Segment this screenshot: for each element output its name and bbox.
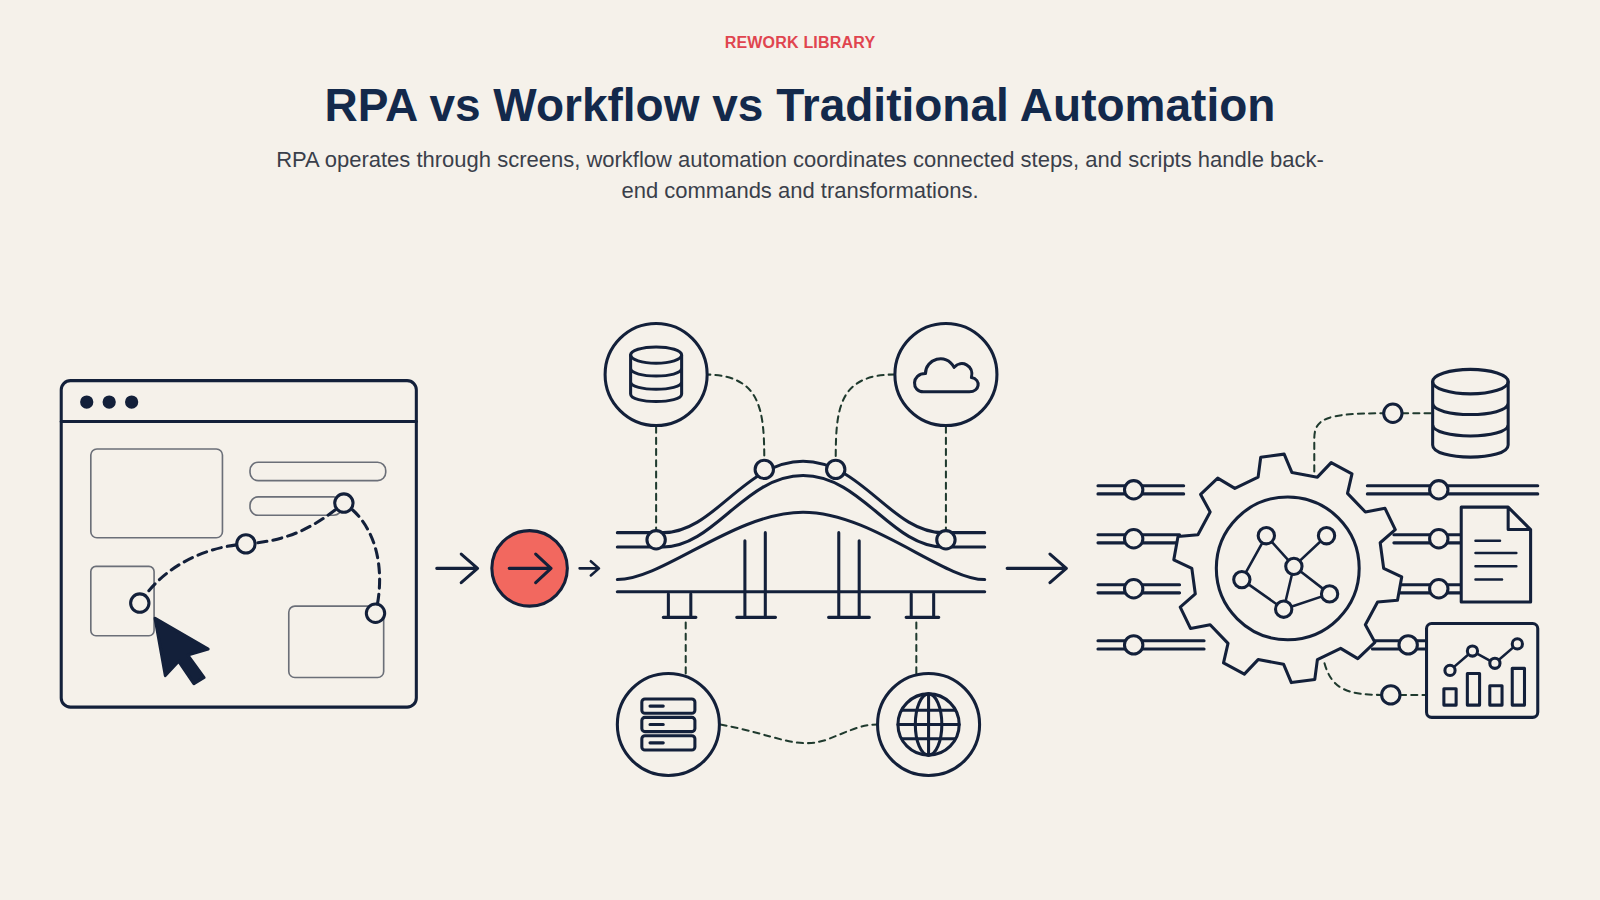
database-icon <box>631 347 682 402</box>
globe-icon <box>898 694 959 755</box>
document-icon <box>1461 507 1530 602</box>
globe-icon <box>898 694 959 755</box>
script-gear <box>1216 497 1359 640</box>
server-icon <box>650 706 663 743</box>
database-icon <box>631 355 682 401</box>
browser-window <box>61 381 416 708</box>
server-icon <box>642 699 695 750</box>
globe-icon <box>898 694 959 755</box>
script-gear <box>1124 580 1142 598</box>
workflow-bridge <box>617 590 984 593</box>
cloud-icon <box>915 359 979 392</box>
browser-window <box>91 449 223 538</box>
browser-window <box>127 397 137 407</box>
workflow-bridge <box>906 594 939 617</box>
workflow-bridge <box>895 323 997 425</box>
flow-arrow <box>437 531 1067 607</box>
workflow-bridge <box>827 460 845 478</box>
browser-window <box>61 381 416 708</box>
browser-window <box>82 397 92 407</box>
chart-icon <box>1427 623 1538 717</box>
script-gear <box>1430 580 1448 598</box>
browser-window <box>91 566 154 635</box>
workflow-bridge <box>605 323 997 775</box>
script-gear <box>1124 636 1142 654</box>
flow-arrow <box>580 561 599 575</box>
gear-outline <box>1174 454 1402 682</box>
workflow-bridge <box>663 594 696 617</box>
script-gear <box>1314 413 1430 471</box>
database-icon <box>1433 369 1509 393</box>
browser-window <box>250 497 342 515</box>
chart-icon <box>1512 639 1522 649</box>
workflow-bridge <box>647 531 665 549</box>
script-gear <box>1318 528 1334 544</box>
workflow-bridge <box>617 461 984 532</box>
browser-window <box>237 535 255 553</box>
chart-icon <box>1467 646 1477 656</box>
workflow-bridge <box>737 533 776 618</box>
illustration <box>61 323 1538 775</box>
script-gear <box>1399 636 1417 654</box>
workflow-bridge <box>685 618 687 673</box>
chart-icon <box>1490 658 1500 668</box>
page-title: RPA vs Workflow vs Traditional Automatio… <box>0 78 1600 132</box>
chart-icon <box>1444 668 1525 705</box>
workflow-bridge <box>655 427 657 531</box>
browser-window <box>250 462 386 480</box>
script-gear <box>1098 369 1538 717</box>
script-gear <box>1324 663 1426 695</box>
browser-window <box>140 503 380 613</box>
flow-arrow <box>1007 554 1066 583</box>
chart-icon <box>1445 665 1455 675</box>
workflow-bridge <box>915 618 917 673</box>
workflow-bridge <box>720 724 877 743</box>
workflow-bridge <box>755 460 773 478</box>
workflow-bridge <box>704 374 764 460</box>
workflow-bridge <box>836 374 895 460</box>
script-gear <box>1124 530 1142 548</box>
script-gear <box>1242 536 1330 609</box>
chart-icon <box>1427 623 1538 717</box>
browser-window <box>131 594 149 612</box>
workflow-bridge <box>617 512 984 579</box>
script-gear <box>1430 481 1448 499</box>
workflow-bridge <box>937 531 955 549</box>
cursor-icon <box>155 618 208 683</box>
browser-window <box>335 494 353 512</box>
database-icon <box>631 347 682 363</box>
script-gear <box>1124 481 1142 499</box>
database-icon <box>1433 369 1509 457</box>
browser-window <box>104 397 114 407</box>
page-caption: RPA operates through screens, workflow a… <box>260 144 1340 206</box>
flow-arrow <box>509 554 551 583</box>
script-gear <box>1384 404 1402 422</box>
script-gear <box>1258 528 1274 544</box>
chart-icon <box>1450 644 1517 671</box>
browser-window <box>366 604 384 622</box>
browser-window <box>91 449 386 678</box>
script-gear <box>1286 558 1302 574</box>
workflow-bridge <box>617 673 719 775</box>
flow-arrow <box>492 531 568 607</box>
browser-window <box>61 420 416 423</box>
flow-arrow <box>437 554 478 583</box>
workflow-bridge <box>945 427 947 531</box>
script-gear <box>1382 686 1400 704</box>
document-icon <box>1476 541 1517 580</box>
script-gear <box>1276 601 1292 617</box>
script-gear <box>1234 571 1250 587</box>
workflow-bridge <box>829 533 870 618</box>
database-icon <box>1433 382 1509 458</box>
script-gear <box>1321 586 1337 602</box>
script-gear <box>1430 530 1448 548</box>
document-icon <box>1461 507 1530 602</box>
brand-label: REWORK LIBRARY <box>0 34 1600 52</box>
workflow-bridge <box>605 323 707 425</box>
workflow-bridge <box>878 673 980 775</box>
